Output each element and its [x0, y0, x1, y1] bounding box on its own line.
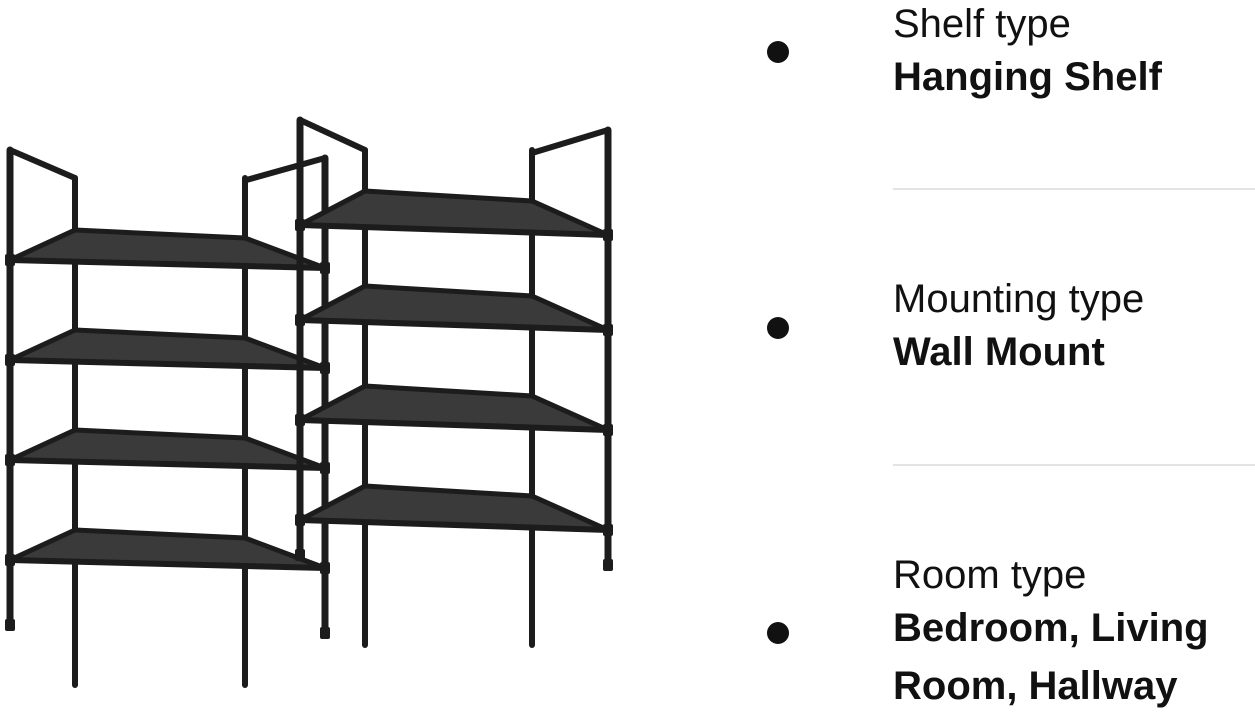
bullet-icon — [767, 622, 789, 644]
rack-joint — [5, 354, 15, 366]
rack-joint — [5, 619, 15, 631]
rack-tube — [297, 417, 611, 433]
rack-back — [5, 146, 330, 688]
spec-label: Room type — [893, 553, 1087, 597]
rack-tube — [72, 327, 248, 341]
rack-tube — [297, 383, 368, 423]
divider — [893, 188, 1255, 190]
rack-tube — [72, 427, 248, 441]
rack-tube — [7, 327, 78, 363]
rack-tube — [529, 127, 611, 156]
rack-tube — [242, 335, 328, 371]
rack-tube — [362, 283, 535, 299]
rack-joint — [603, 559, 613, 571]
rack-tube — [529, 393, 611, 433]
spec-label: Mounting type — [893, 277, 1145, 321]
spec-value: Hanging Shelf — [893, 55, 1162, 99]
rack-tube — [7, 147, 78, 181]
rack-tube — [7, 457, 328, 471]
rack-tube — [72, 527, 248, 541]
rack-joint — [5, 554, 15, 566]
rack-joint — [320, 562, 330, 574]
rack-joint — [295, 414, 305, 426]
rack-joint — [603, 424, 613, 436]
rack-tube — [362, 383, 535, 399]
divider — [893, 464, 1255, 466]
rack-tube — [7, 227, 78, 263]
rack-tube — [297, 117, 368, 153]
rack-tube — [242, 435, 328, 471]
rack-joint — [5, 454, 15, 466]
rack-tube — [297, 222, 611, 238]
rack-joint — [320, 627, 330, 639]
spec-text: Mounting type Wall Mount — [893, 275, 1255, 381]
rack-tube — [297, 483, 368, 523]
rack-joint — [295, 514, 305, 526]
rack-joint — [295, 219, 305, 231]
rack-tube — [362, 483, 535, 499]
spec-text: Shelf type Hanging Shelf — [893, 0, 1255, 106]
spec-list: Shelf type Hanging Shelf Mounting type W… — [760, 0, 1255, 720]
rack-joint — [5, 254, 15, 266]
rack-tube — [297, 317, 611, 333]
spec-value: Bedroom, Living Room, Hallway — [893, 606, 1209, 708]
rack-tube — [242, 155, 328, 184]
rack-tube — [362, 188, 535, 204]
rack-joint — [320, 462, 330, 474]
rack-joint — [320, 362, 330, 374]
rack-tube — [7, 257, 328, 271]
rack-tube — [297, 283, 368, 323]
rack-joint — [320, 262, 330, 274]
rack-joint — [603, 324, 613, 336]
spec-value: Wall Mount — [893, 330, 1105, 374]
rack-joint — [603, 524, 613, 536]
bullet-icon — [767, 317, 789, 339]
rack-tube — [529, 198, 611, 238]
rack-tube — [529, 293, 611, 333]
rack-joint — [295, 549, 305, 561]
rack-tube — [7, 357, 328, 371]
bullet-icon — [767, 41, 789, 63]
shoe-rack-icon — [5, 116, 613, 688]
rack-tube — [529, 493, 611, 533]
rack-front — [295, 116, 613, 648]
rack-tube — [7, 557, 328, 571]
rack-tube — [242, 535, 328, 571]
rack-tube — [297, 188, 368, 228]
spec-label: Shelf type — [893, 2, 1071, 46]
rack-tube — [242, 235, 328, 271]
rack-tube — [72, 227, 248, 241]
rack-tube — [7, 427, 78, 463]
rack-joint — [603, 229, 613, 241]
rack-joint — [295, 314, 305, 326]
spec-text: Room type Bedroom, Living Room, Hallway — [893, 551, 1255, 715]
rack-tube — [297, 517, 611, 533]
rack-tube — [7, 527, 78, 563]
